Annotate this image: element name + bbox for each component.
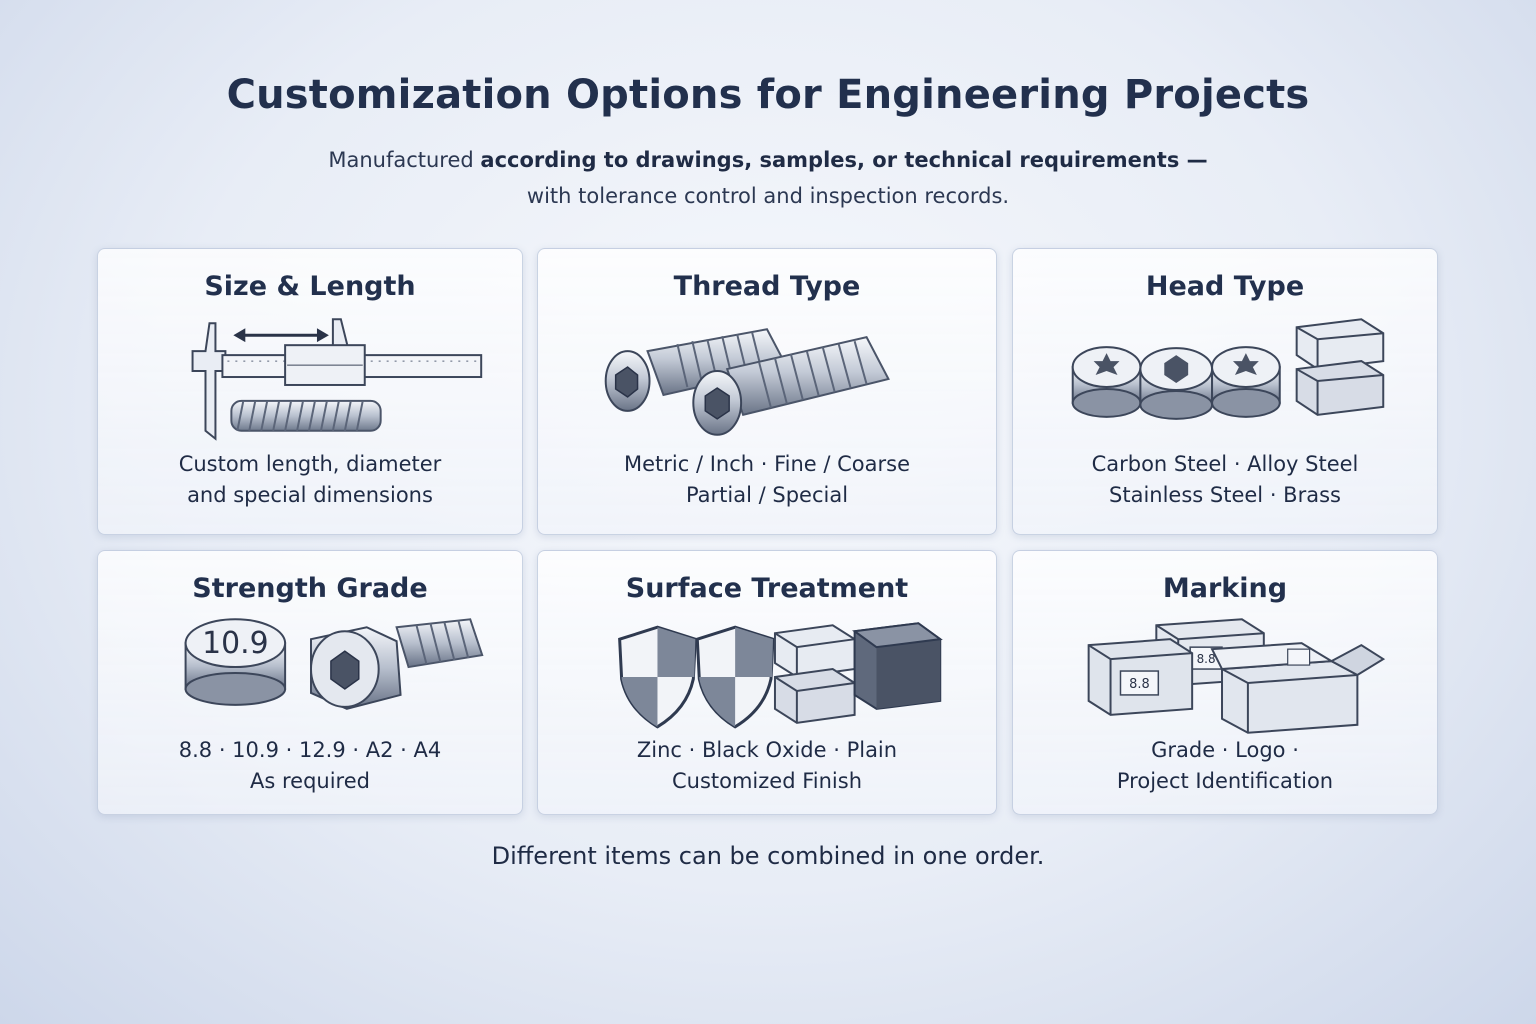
card-description-line: Custom length, diameter bbox=[178, 452, 442, 476]
subtitle-line-1: Manufactured according to drawings, samp… bbox=[0, 142, 1536, 178]
card-description: Custom length, diameter and special dime… bbox=[98, 449, 522, 511]
grade-stamp-text: 10.9 bbox=[202, 626, 268, 661]
card-description-line: 8.8 · 10.9 · 12.9 · A2 · A4 bbox=[178, 738, 442, 762]
card-thread-type: Thread Type Metric / Inch · Fine / Coars… bbox=[537, 248, 997, 535]
card-strength-grade: Strength Grade 10.9 8.8 · 10.9 · 12.9 · … bbox=[97, 550, 523, 815]
card-title: Marking bbox=[1162, 573, 1288, 604]
card-marking: Marking 8.8 8.8 Grade · Logo · Project I… bbox=[1012, 550, 1438, 815]
card-title: Head Type bbox=[1145, 271, 1305, 302]
card-description: Carbon Steel · Alloy Steel Stainless Ste… bbox=[1013, 449, 1437, 511]
subtitle-line-2: with tolerance control and inspection re… bbox=[526, 184, 1010, 208]
card-title: Strength Grade bbox=[192, 573, 428, 604]
card-description: Zinc · Black Oxide · Plain Customized Fi… bbox=[538, 735, 996, 797]
card-description-line: Zinc · Black Oxide · Plain bbox=[636, 738, 898, 762]
card-description-line: and special dimensions bbox=[187, 483, 433, 507]
card-description-line: Carbon Steel · Alloy Steel bbox=[1091, 452, 1359, 476]
card-description-line: As required bbox=[250, 769, 370, 793]
shields-and-blocks-icon bbox=[618, 622, 943, 729]
card-title: Size & Length bbox=[204, 271, 416, 302]
threaded-bolts-icon bbox=[604, 328, 890, 436]
card-head-type: Head Type Carbon Steel · Alloy Steel Sta bbox=[1012, 248, 1438, 535]
caliper-and-bolt-icon bbox=[191, 318, 483, 441]
card-description-line: Project Identification bbox=[1116, 769, 1334, 793]
card-description-line: Metric / Inch · Fine / Coarse bbox=[623, 452, 910, 476]
card-surface-treatment: Surface Treatment Zinc · Black Oxide · P… bbox=[537, 550, 997, 815]
page-subtitle: Manufactured according to drawings, samp… bbox=[0, 142, 1536, 214]
card-title: Surface Treatment bbox=[625, 573, 909, 604]
card-description-line: Partial / Special bbox=[685, 483, 849, 507]
grade-stamp-bolt-icon: 10.9 bbox=[184, 618, 484, 710]
card-description: Metric / Inch · Fine / Coarse Partial / … bbox=[538, 449, 996, 511]
footer-note: Different items can be combined in one o… bbox=[491, 842, 1045, 870]
box-label-text: 8.8 bbox=[1197, 652, 1216, 666]
marked-boxes-icon: 8.8 8.8 bbox=[1087, 618, 1386, 734]
card-description-line: Customized Finish bbox=[671, 769, 862, 793]
card-title: Thread Type bbox=[673, 271, 861, 302]
subtitle-emphasis: according to drawings, samples, or techn… bbox=[480, 148, 1208, 172]
card-description: Grade · Logo · Project Identification bbox=[1013, 735, 1437, 797]
page-title: Customization Options for Engineering Pr… bbox=[226, 72, 1310, 118]
card-size-length: Size & Length Custom length, dia bbox=[97, 248, 523, 535]
subtitle-lead: Manufactured bbox=[328, 148, 481, 172]
card-description-line: Grade · Logo · bbox=[1151, 738, 1299, 762]
bolt-heads-icon bbox=[1071, 318, 1385, 420]
box-label-text: 8.8 bbox=[1129, 677, 1150, 692]
card-description-line: Stainless Steel · Brass bbox=[1109, 483, 1341, 507]
card-description: 8.8 · 10.9 · 12.9 · A2 · A4 As required bbox=[98, 735, 522, 797]
